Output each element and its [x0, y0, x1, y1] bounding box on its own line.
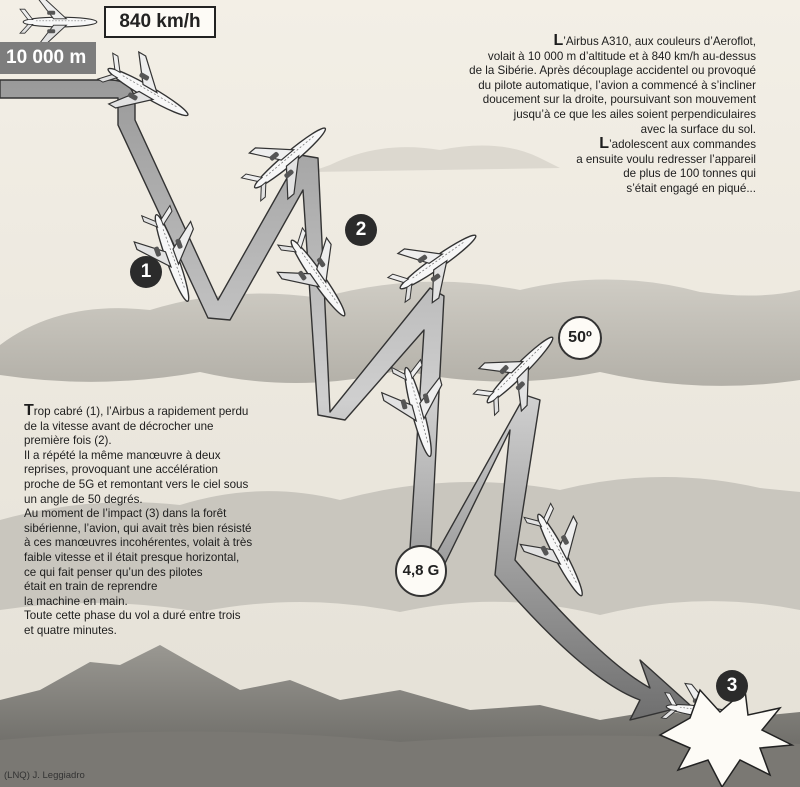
text-left: Trop cabré (1), l’Airbus a rapidement pe…: [24, 402, 253, 639]
top-right-p1-line: volait à 10 000 m d’altitude et à 840 km…: [487, 49, 756, 63]
left-p-line: Au moment de l’impact (3) dans la forêt: [24, 507, 227, 521]
text-top-right: L’Airbus A310, aux couleurs d’Aeroflot,v…: [469, 32, 756, 197]
left-p-line: Il a répété la même manœuvre à deux: [24, 448, 221, 462]
left-p-line: proche de 5G et remontant vers le ciel s…: [24, 477, 249, 491]
left-p-line: reprises, provoquant une accélération: [24, 463, 218, 477]
left-p-line: était en train de reprendre: [24, 580, 158, 594]
top-right-p1-line: de la Sibérie. Après découplage accident…: [469, 64, 756, 78]
top-right-p1-initial: L: [553, 32, 564, 49]
left-p-line: Trop cabré (1), l’Airbus a rapidement pe…: [24, 402, 249, 419]
cloud-bank-lower: [0, 476, 800, 615]
cloud-upper: [310, 145, 560, 172]
left-p-line: sibérienne, l’avion, qui avait très bien…: [24, 521, 252, 535]
paragraph-top-right-1: L’Airbus A310, aux couleurs d’Aeroflot,v…: [469, 32, 756, 137]
top-right-p2-line: L’adolescent aux commandes: [599, 135, 756, 153]
top-right-p2-line: de plus de 100 tonnes qui: [623, 167, 756, 181]
left-p-line: et quatre minutes.: [24, 623, 117, 637]
marker-1: 1: [130, 256, 162, 288]
flight-path-ribbon: [0, 79, 691, 721]
left-p-line: ce qui fait penser qu’un des pilotes: [24, 565, 203, 579]
top-right-p2-initial: L: [599, 135, 610, 153]
left-p-line: première fois (2).: [24, 434, 112, 448]
top-right-p1-line: L’Airbus A310, aux couleurs d’Aeroflot,: [553, 32, 756, 49]
left-p-line: faible vitesse et il était presque horiz…: [24, 550, 240, 564]
g-force-callout: 4,8 G: [395, 545, 447, 597]
top-right-p2-line: s’était engagé en piqué...: [626, 181, 756, 195]
impact-burst: [658, 688, 795, 787]
speed-badge: 840 km/h: [104, 6, 216, 38]
marker-3: 3: [716, 670, 748, 702]
top-right-p1-line: avec la surface du sol.: [640, 122, 756, 136]
altitude-badge: 10 000 m: [0, 42, 96, 74]
left-p-line: la machine en main.: [24, 594, 128, 608]
left-p-line: de la vitesse avant de décrocher une: [24, 419, 214, 433]
left-p-line: Toute cette phase du vol a duré entre tr…: [24, 609, 241, 623]
top-right-p2-line: a ensuite voulu redresser l’appareil: [576, 152, 756, 166]
left-p-line: à ces manœuvres incohérentes, volait à t…: [24, 536, 253, 550]
illustration-credit: (LNQ) J. Leggiadro: [4, 770, 85, 781]
forest-ground: [0, 731, 800, 787]
left-p-initial: T: [24, 402, 34, 419]
paragraph-left: Trop cabré (1), l’Airbus a rapidement pe…: [24, 402, 253, 639]
top-right-p1-line: jusqu’à ce que les ailes soient perpendi…: [513, 107, 756, 121]
top-right-p1-line: doucement sur la droite, poursuivant son…: [482, 93, 756, 107]
angle-callout: 50º: [558, 316, 602, 360]
top-right-p1-line: du pilote automatique, l’avion a commenc…: [478, 78, 756, 92]
marker-2: 2: [345, 214, 377, 246]
left-p-line: un angle de 50 degrés.: [24, 492, 143, 506]
